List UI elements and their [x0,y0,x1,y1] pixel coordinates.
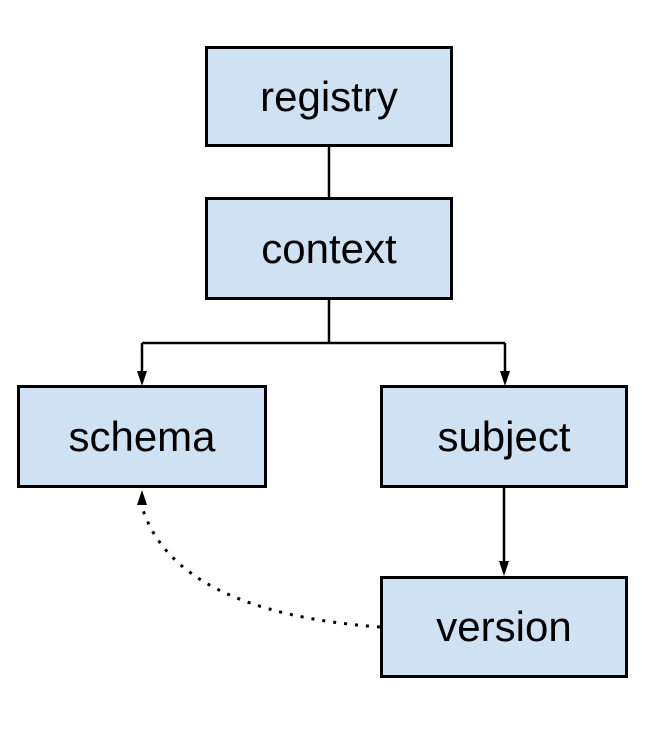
node-registry: registry [205,46,453,147]
node-version-label: version [436,603,572,650]
node-registry-label: registry [260,72,398,120]
arrowhead-down-icon [499,561,509,576]
node-context: context [205,197,453,300]
edge-version-schema [137,490,381,629]
arrowhead-up-icon [137,490,147,505]
edge-context-subject [500,343,510,386]
edge-subject-version [499,488,509,576]
node-subject-label: subject [437,412,571,460]
node-context-label: context [261,224,397,272]
node-schema: schema [17,385,267,488]
edge-context-schema [137,343,147,386]
edge-context-branch [142,300,505,345]
node-version: version [380,576,628,678]
node-schema-label: schema [68,412,216,460]
arrowhead-down-icon [500,371,510,386]
arrowhead-down-icon [137,371,147,386]
node-subject: subject [380,385,628,488]
